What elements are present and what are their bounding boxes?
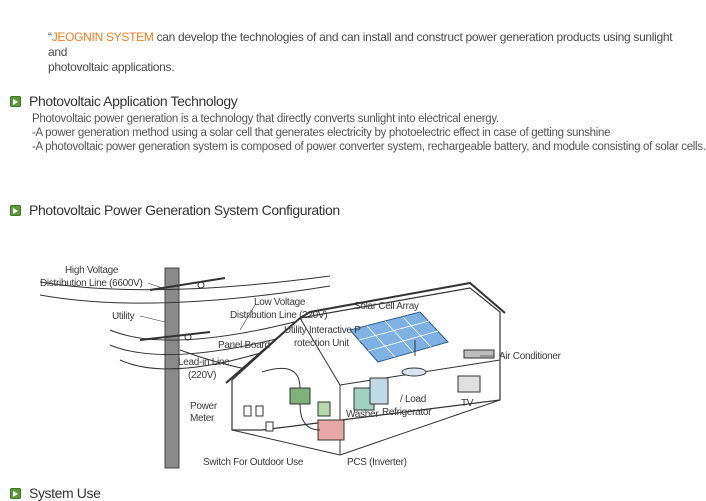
open-quote: “ <box>48 30 52 44</box>
label-washer: Washer <box>346 409 379 420</box>
insulator <box>197 281 205 289</box>
solar-cell-array <box>349 311 449 363</box>
section-system-use-header: System Use <box>10 485 101 501</box>
bullet-arrow-icon <box>10 487 21 499</box>
leader-line <box>147 282 169 291</box>
pole-crossarm <box>149 277 226 291</box>
house-roof <box>225 281 506 384</box>
leader-line <box>239 304 256 331</box>
pcs-inverter-unit <box>317 419 345 441</box>
intro-paragraph: “JEOGNIN SYSTEM can develop the technolo… <box>48 30 688 75</box>
utility-pole <box>164 267 180 469</box>
label-protection-unit: rotection Unit <box>294 338 349 349</box>
tv-appliance <box>457 375 481 393</box>
bullet-arrow-icon <box>10 204 21 216</box>
brand-name: JEOGNIN SYSTEM <box>51 30 154 44</box>
high-voltage-line <box>39 275 331 291</box>
protection-unit <box>317 401 331 417</box>
power-meter <box>243 405 252 417</box>
outdoor-switch <box>265 421 274 432</box>
label-high-voltage-line: Distribution Line (6600V) <box>40 278 143 289</box>
label-tv: TV <box>461 398 474 409</box>
label-panel-board: Panel Board <box>218 340 270 351</box>
label-refrigerator: Refrigerator <box>382 407 432 418</box>
refrigerator-appliance <box>369 377 389 405</box>
panel-board <box>289 387 311 405</box>
pv-system-diagram: High Voltage Distribution Line (6600V) U… <box>39 265 562 469</box>
label-meter: Meter <box>190 413 215 424</box>
application-line: -A power generation method using a solar… <box>32 127 611 139</box>
section-title-configuration: Photovoltaic Power Generation System Con… <box>29 202 340 218</box>
high-voltage-line <box>39 285 331 304</box>
label-high-voltage: High Voltage <box>65 265 119 276</box>
section-title-application: Photovoltaic Application Technology <box>29 93 238 109</box>
house-edge <box>339 399 501 456</box>
pole-crossarm <box>139 331 211 341</box>
ceiling-fan <box>401 367 427 377</box>
label-lead-in-voltage: (220V) <box>188 370 216 381</box>
intro-line-1: can develop the technologies of and can … <box>48 30 673 59</box>
label-lead-in-line: Lead-in Line <box>178 357 230 368</box>
label-air-conditioner: Air Conditioner <box>499 351 562 362</box>
section-application-header: Photovoltaic Application Technology <box>10 93 238 109</box>
power-meter <box>255 405 264 417</box>
application-body: Photovoltaic power generation is a techn… <box>32 112 706 154</box>
label-pcs-inverter: PCS (Inverter) <box>347 457 407 468</box>
application-line: -A photovoltaic power generation system … <box>32 141 706 153</box>
label-power: Power <box>190 401 218 412</box>
label-switch-outdoor: Switch For Outdoor Use <box>203 457 304 468</box>
label-solar-cell-array: Solar Cell Array <box>354 301 419 312</box>
wire <box>299 403 321 431</box>
air-conditioner-unit <box>463 349 495 359</box>
intro-line-2: photovoltaic applications. <box>48 60 175 74</box>
house-edge <box>231 429 341 456</box>
label-interactive-unit: Utility Interactive P <box>284 325 361 336</box>
application-line: Photovoltaic power generation is a techn… <box>32 113 499 125</box>
label-low-voltage-line: Distribution Line (220V) <box>230 310 327 321</box>
leader-line <box>139 315 166 323</box>
house-edge <box>299 317 341 386</box>
section-configuration-header: Photovoltaic Power Generation System Con… <box>10 202 340 218</box>
bullet-arrow-icon <box>10 95 21 107</box>
label-utility: Utility <box>112 311 135 322</box>
label-load: / Load <box>400 394 426 405</box>
label-low-voltage: Low Voltage <box>254 297 306 308</box>
wire <box>261 368 301 389</box>
section-title-system-use: System Use <box>29 485 101 501</box>
insulator <box>184 333 192 341</box>
